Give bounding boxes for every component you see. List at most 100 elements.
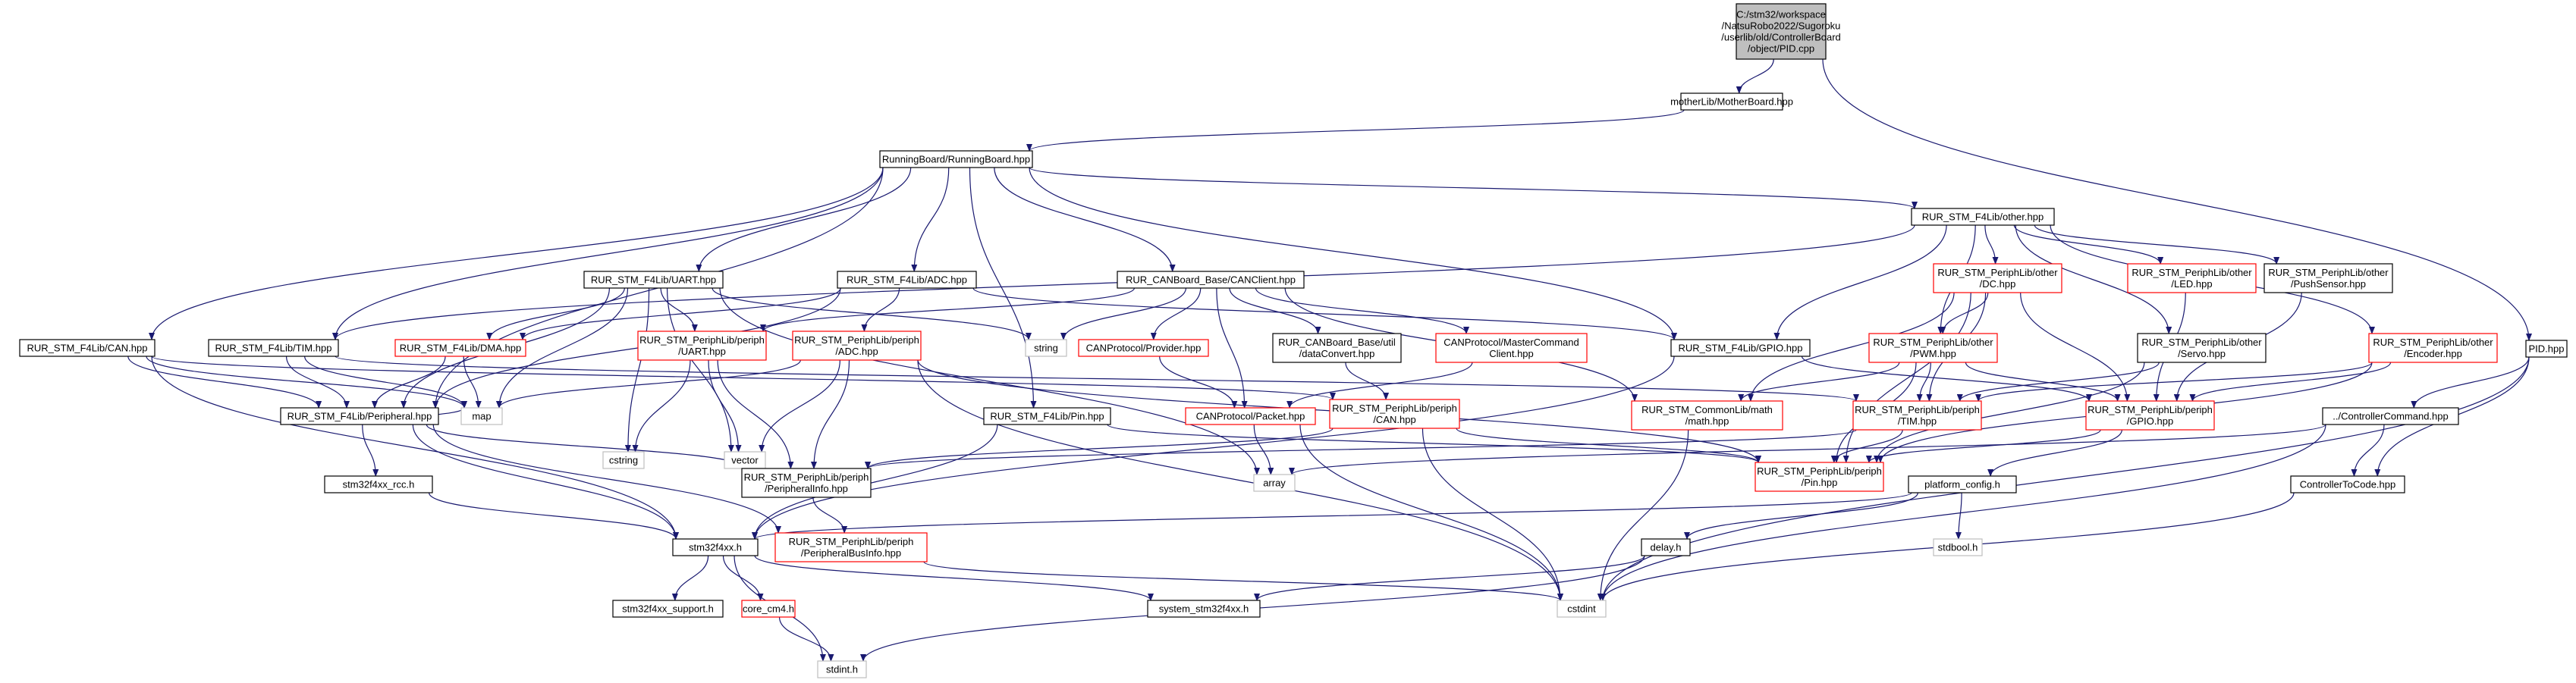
node-box-canclient[interactable] — [1117, 271, 1305, 289]
node-canprovider[interactable]: CANProtocol/Provider.hpp — [1078, 339, 1209, 357]
node-platform[interactable]: platform_config.h — [1908, 475, 2017, 493]
node-tim[interactable]: RUR_STM_F4Lib/TIM.hpp — [208, 339, 339, 357]
node-box-uart[interactable] — [583, 271, 724, 289]
node-ctrlcmd[interactable]: ../ControllerCommand.hpp — [2322, 407, 2459, 425]
node-peripheral[interactable]: RUR_STM_F4Lib/Peripheral.hpp — [280, 407, 439, 425]
node-box-other_push[interactable] — [2263, 263, 2393, 293]
node-perinfo[interactable]: RUR_STM_PeriphLib/periph/PeripheralInfo.… — [741, 468, 872, 498]
node-periph_can[interactable]: RUR_STM_PeriphLib/periph/CAN.hpp — [1329, 399, 1460, 429]
node-box-canpacket[interactable] — [1185, 407, 1316, 425]
node-uart[interactable]: RUR_STM_F4Lib/UART.hpp — [583, 271, 724, 289]
node-stm32[interactable]: stm32f4xx.h — [672, 538, 759, 556]
node-system[interactable]: system_stm32f4xx.h — [1147, 600, 1261, 618]
node-box-gpio[interactable] — [1670, 339, 1811, 357]
node-box-root[interactable] — [1736, 3, 1827, 60]
node-canclient[interactable]: RUR_CANBoard_Base/CANClient.hpp — [1117, 271, 1305, 289]
node-cstring[interactable]: cstring — [602, 451, 645, 469]
node-periph_adc[interactable]: RUR_STM_PeriphLib/periph/ADC.hpp — [792, 331, 922, 361]
node-vector[interactable]: vector — [724, 451, 766, 469]
node-box-cstdint[interactable] — [1557, 600, 1607, 618]
node-box-math[interactable] — [1631, 400, 1783, 431]
node-box-ctrltocode[interactable] — [2290, 475, 2405, 493]
node-box-perinfo[interactable] — [741, 468, 872, 498]
node-box-dma[interactable] — [394, 339, 526, 357]
node-other_enc[interactable]: RUR_STM_PeriphLib/other/Encoder.hpp — [2368, 333, 2498, 363]
node-other_led[interactable]: RUR_STM_PeriphLib/other/LED.hpp — [2127, 263, 2257, 293]
node-other[interactable]: RUR_STM_F4Lib/other.hpp — [1911, 208, 2055, 226]
node-box-other_dc[interactable] — [1933, 263, 2062, 293]
node-rcc[interactable]: stm32f4xx_rcc.h — [324, 475, 433, 493]
node-can[interactable]: RUR_STM_F4Lib/CAN.hpp — [19, 339, 156, 357]
node-support[interactable]: stm32f4xx_support.h — [612, 600, 724, 618]
node-pin_f4[interactable]: RUR_STM_F4Lib/Pin.hpp — [983, 407, 1111, 425]
node-string[interactable]: string — [1025, 339, 1067, 357]
node-box-other_led[interactable] — [2127, 263, 2257, 293]
node-dataconvert[interactable]: RUR_CANBoard_Base/util/dataConvert.hpp — [1272, 333, 1402, 363]
node-box-periph_gpio[interactable] — [2085, 400, 2215, 431]
node-stdbool[interactable]: stdbool.h — [1933, 538, 1983, 556]
node-box-motherboard[interactable] — [1680, 92, 1783, 111]
node-box-other_pwm[interactable] — [1868, 333, 1998, 363]
node-array[interactable]: array — [1253, 474, 1296, 492]
node-box-runningboard[interactable] — [879, 150, 1033, 168]
node-motherboard[interactable]: motherLib/MotherBoard.hpp — [1670, 92, 1793, 111]
node-box-stdbool[interactable] — [1933, 538, 1983, 556]
node-box-stm32[interactable] — [672, 538, 759, 556]
node-box-ctrlcmd[interactable] — [2322, 407, 2459, 425]
node-canpacket[interactable]: CANProtocol/Packet.hpp — [1185, 407, 1316, 425]
node-stdint[interactable]: stdint.h — [817, 660, 867, 678]
node-box-platform[interactable] — [1908, 475, 2017, 493]
node-box-system[interactable] — [1147, 600, 1261, 618]
node-other_dc[interactable]: RUR_STM_PeriphLib/other/DC.hpp — [1933, 263, 2062, 293]
node-box-other_servo[interactable] — [2137, 333, 2267, 363]
node-periph_uart[interactable]: RUR_STM_PeriphLib/periph/UART.hpp — [637, 331, 767, 361]
node-box-canprovider[interactable] — [1078, 339, 1209, 357]
node-box-busninfo[interactable] — [774, 532, 928, 562]
node-box-peripheral[interactable] — [280, 407, 439, 425]
node-box-periph_tim[interactable] — [1852, 400, 1982, 431]
node-box-other[interactable] — [1911, 208, 2055, 226]
node-ctrltocode[interactable]: ControllerToCode.hpp — [2290, 475, 2405, 493]
node-box-pidhpp[interactable] — [2525, 340, 2568, 358]
node-box-pin_f4[interactable] — [983, 407, 1111, 425]
node-box-mastercmd[interactable] — [1435, 333, 1588, 363]
node-adc[interactable]: RUR_STM_F4Lib/ADC.hpp — [837, 271, 977, 289]
node-map[interactable]: map — [460, 407, 503, 425]
node-box-cstring[interactable] — [602, 451, 645, 469]
node-box-periph_adc[interactable] — [792, 331, 922, 361]
node-box-tim[interactable] — [208, 339, 339, 357]
node-box-dataconvert[interactable] — [1272, 333, 1402, 363]
node-box-periph_uart[interactable] — [637, 331, 767, 361]
node-root[interactable]: C:/stm32/workspace/NatsuRobo2022/Sugorok… — [1721, 3, 1841, 60]
node-corecm4[interactable]: core_cm4.h — [741, 600, 796, 618]
node-box-delay[interactable] — [1641, 538, 1691, 556]
node-pin_periph[interactable]: RUR_STM_PeriphLib/periph/Pin.hpp — [1755, 462, 1884, 492]
node-other_servo[interactable]: RUR_STM_PeriphLib/other/Servo.hpp — [2137, 333, 2267, 363]
node-box-stdint[interactable] — [817, 660, 867, 678]
node-box-rcc[interactable] — [324, 475, 433, 493]
node-runningboard[interactable]: RunningBoard/RunningBoard.hpp — [879, 150, 1033, 168]
node-gpio[interactable]: RUR_STM_F4Lib/GPIO.hpp — [1670, 339, 1811, 357]
node-box-other_enc[interactable] — [2368, 333, 2498, 363]
node-pidhpp[interactable]: PID.hpp — [2525, 340, 2568, 358]
node-math[interactable]: RUR_STM_CommonLib/math/math.hpp — [1631, 400, 1783, 431]
node-cstdint[interactable]: cstdint — [1557, 600, 1607, 618]
node-periph_tim[interactable]: RUR_STM_PeriphLib/periph/TIM.hpp — [1852, 400, 1982, 431]
node-dma[interactable]: RUR_STM_F4Lib/DMA.hpp — [394, 339, 526, 357]
node-box-can[interactable] — [19, 339, 156, 357]
node-busninfo[interactable]: RUR_STM_PeriphLib/periph/PeripheralBusIn… — [774, 532, 928, 562]
node-box-corecm4[interactable] — [741, 600, 796, 618]
node-box-map[interactable] — [460, 407, 503, 425]
node-box-pin_periph[interactable] — [1755, 462, 1884, 492]
node-delay[interactable]: delay.h — [1641, 538, 1691, 556]
node-box-adc[interactable] — [837, 271, 977, 289]
node-box-periph_can[interactable] — [1329, 399, 1460, 429]
node-label-root-2: /userlib/old/ControllerBoard — [1721, 32, 1841, 43]
node-other_push[interactable]: RUR_STM_PeriphLib/other/PushSensor.hpp — [2263, 263, 2393, 293]
node-other_pwm[interactable]: RUR_STM_PeriphLib/other/PWM.hpp — [1868, 333, 1998, 363]
node-box-support[interactable] — [612, 600, 724, 618]
node-box-array[interactable] — [1253, 474, 1296, 492]
node-box-string[interactable] — [1025, 339, 1067, 357]
node-periph_gpio[interactable]: RUR_STM_PeriphLib/periph/GPIO.hpp — [2085, 400, 2215, 431]
